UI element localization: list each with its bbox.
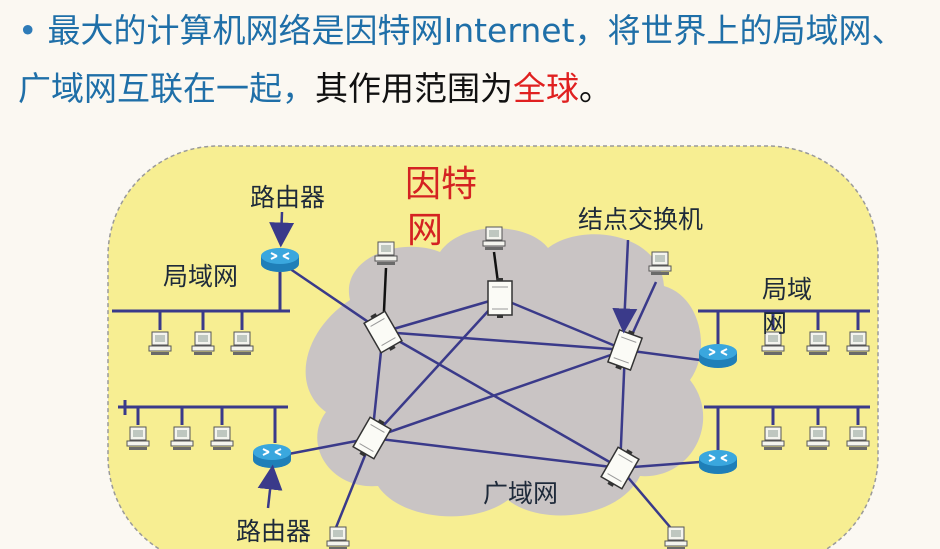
- arrow-router-top: [269, 211, 295, 248]
- router-icon: [698, 343, 738, 369]
- wan-links: [370, 296, 627, 470]
- bullet-marker: •: [18, 11, 38, 50]
- lan-label-left: 局域网: [163, 262, 238, 291]
- arrow-router-bottom: [257, 464, 283, 509]
- internet-label-2: 网: [407, 210, 443, 251]
- paragraph-part-4: 。: [579, 69, 612, 108]
- node-switch-icon: [487, 277, 513, 319]
- wan-cloud: [305, 228, 704, 517]
- bullet-paragraph: •最大的计算机网络是因特网Internet，将世界上的局域网、广域网互联在一起，…: [18, 2, 918, 118]
- router-icon: [698, 449, 738, 475]
- host-pc: [326, 526, 350, 549]
- paragraph-part-2: 其作用范围为: [315, 69, 513, 108]
- highlight-global: 全球: [513, 69, 579, 108]
- router-label-top: 路由器: [250, 183, 325, 212]
- lan-left-bottom: [118, 400, 288, 443]
- lan-right-bottom: [704, 405, 870, 450]
- router-icon: [252, 443, 292, 469]
- paragraph-part-1: 最大的计算机网络是因特网Internet，将世界上的局域网、广域网互联在一起，: [18, 11, 905, 108]
- lan-right-top: [698, 309, 870, 347]
- router-icon: [260, 247, 300, 273]
- switch-label: 结点交换机: [578, 205, 703, 234]
- lan-label-right-1: 局域: [762, 275, 812, 304]
- lan-label-right-2: 网: [762, 309, 787, 338]
- host-pc: [664, 526, 688, 549]
- lan-left-top: [112, 272, 290, 330]
- internet-label-1: 因特: [405, 164, 477, 205]
- router-label-bottom: 路由器: [236, 517, 311, 546]
- arrow-switch: [612, 239, 638, 334]
- wan-label: 广域网: [483, 479, 558, 508]
